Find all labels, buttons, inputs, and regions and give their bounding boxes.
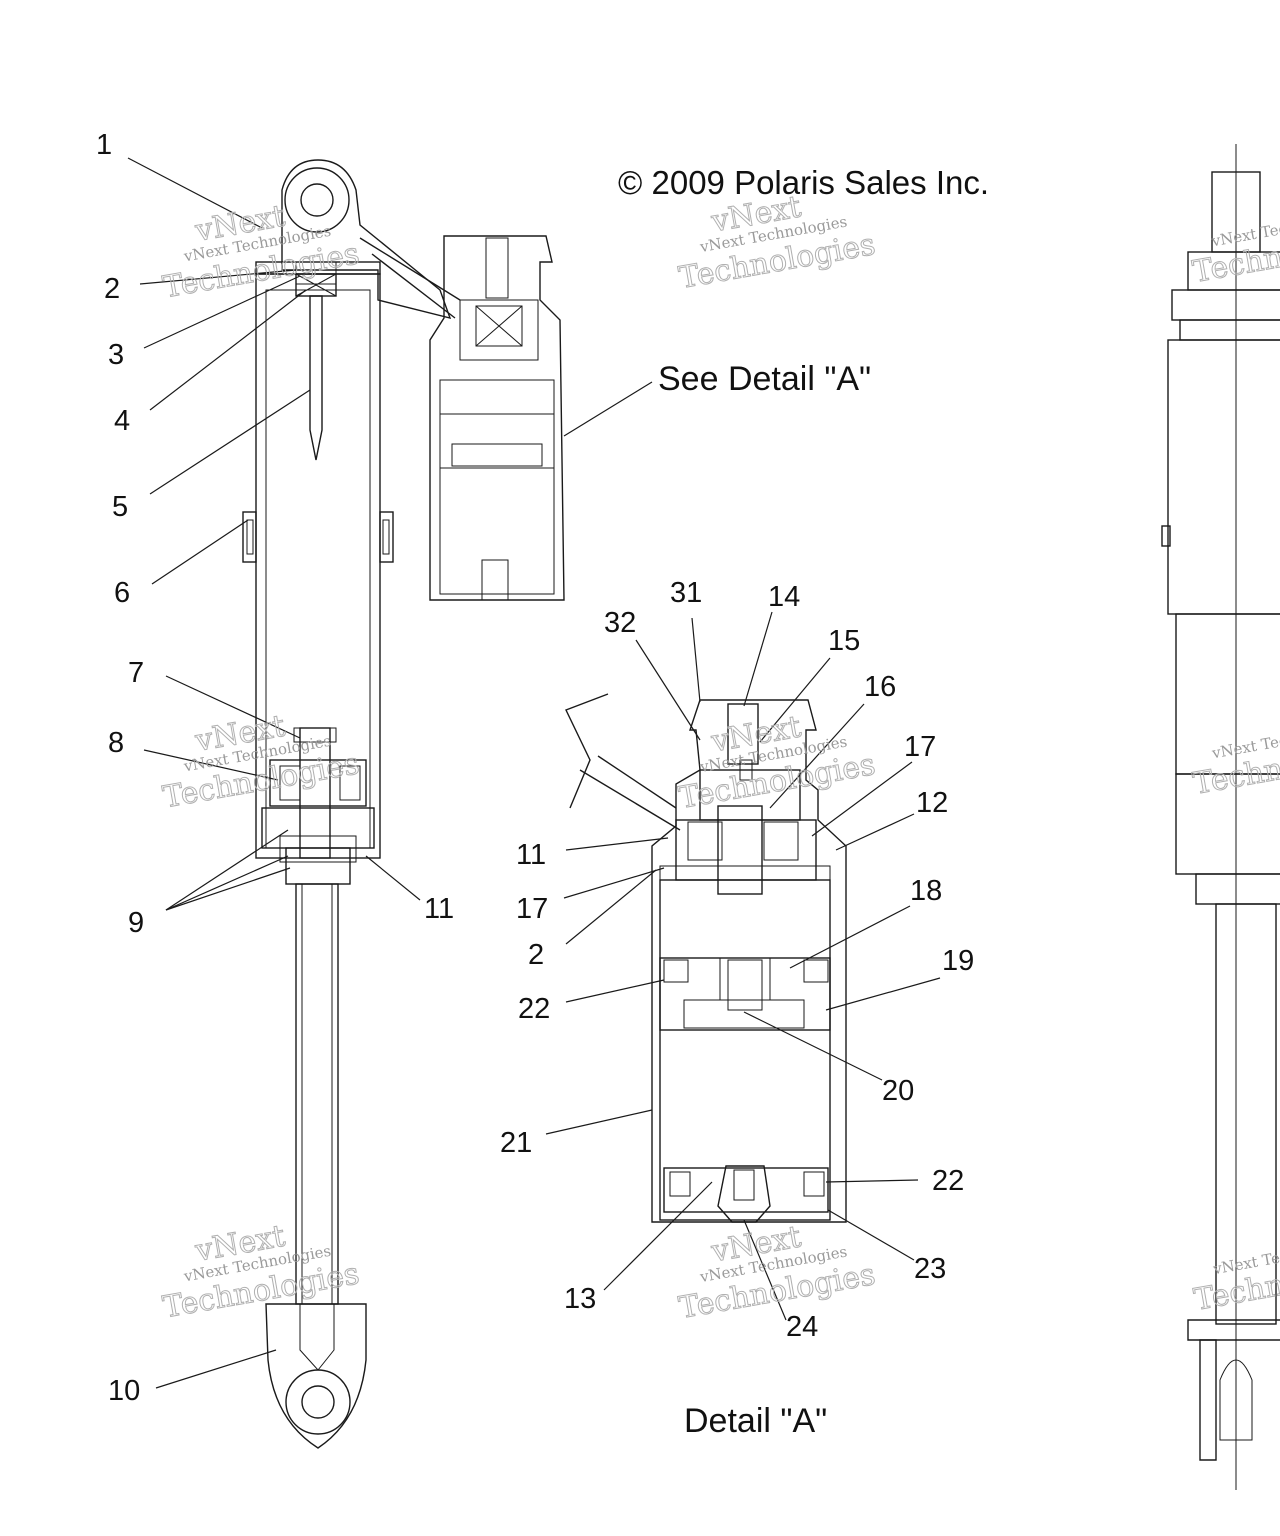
callout-17b: 17 bbox=[516, 893, 548, 925]
callout-2: 2 bbox=[104, 273, 120, 305]
callout-17a: 17 bbox=[904, 731, 936, 763]
callout-24: 24 bbox=[786, 1311, 818, 1343]
callouts-main: 1 2 3 4 5 6 7 8 9 10 11 bbox=[96, 129, 454, 1407]
callout-2b: 2 bbox=[528, 939, 544, 971]
reservoir-assembly bbox=[429, 235, 565, 601]
see-detail-label: See Detail "A" bbox=[658, 360, 871, 398]
callout-14: 14 bbox=[768, 581, 800, 613]
right-partial-assembly bbox=[1161, 144, 1280, 1490]
watermark-9: vNext Technologies Technologies bbox=[1191, 1235, 1280, 1319]
callout-3: 3 bbox=[108, 339, 124, 371]
callout-6: 6 bbox=[114, 577, 130, 609]
callout-32: 32 bbox=[604, 607, 636, 639]
callout-7: 7 bbox=[128, 657, 144, 689]
callout-18: 18 bbox=[910, 875, 942, 907]
watermark-1: vNext vNext Technologies Technologies bbox=[160, 198, 363, 306]
callout-11b: 11 bbox=[516, 839, 546, 871]
watermark-6: vNext vNext Technologies Technologies bbox=[676, 1219, 879, 1327]
callout-4: 4 bbox=[114, 405, 130, 437]
leader-lines-detail bbox=[545, 611, 941, 1321]
watermark-5: vNext vNext Technologies Technologies bbox=[160, 1218, 363, 1326]
callout-22a: 22 bbox=[518, 993, 550, 1025]
callouts-detail: 31 14 32 15 16 17 12 11 17 2 18 19 22 20… bbox=[500, 577, 974, 1343]
callout-1: 1 bbox=[96, 129, 112, 161]
callout-31: 31 bbox=[670, 577, 702, 609]
leader-lines-main bbox=[127, 157, 653, 1389]
callout-20: 20 bbox=[882, 1075, 914, 1107]
detail-a-assembly bbox=[565, 693, 847, 1223]
callout-21: 21 bbox=[500, 1127, 532, 1159]
callout-22b: 22 bbox=[932, 1165, 964, 1197]
callout-12: 12 bbox=[916, 787, 948, 819]
detail-title: Detail "A" bbox=[684, 1402, 827, 1440]
callout-11: 11 bbox=[424, 893, 454, 925]
callout-15: 15 bbox=[828, 625, 860, 657]
callout-19: 19 bbox=[942, 945, 974, 977]
callout-5: 5 bbox=[112, 491, 128, 523]
callout-10: 10 bbox=[108, 1375, 140, 1407]
watermark-8: vNext Technologies Technologies bbox=[1190, 719, 1280, 803]
callout-23: 23 bbox=[914, 1253, 946, 1285]
copyright-text: © 2009 Polaris Sales Inc. bbox=[618, 164, 989, 201]
watermark-7: vNext Technologies Technologies bbox=[1190, 207, 1280, 291]
callout-9: 9 bbox=[128, 907, 144, 939]
callout-13: 13 bbox=[564, 1283, 596, 1315]
callout-8: 8 bbox=[108, 727, 124, 759]
main-shock-assembly bbox=[242, 159, 461, 1449]
callout-16: 16 bbox=[864, 671, 896, 703]
